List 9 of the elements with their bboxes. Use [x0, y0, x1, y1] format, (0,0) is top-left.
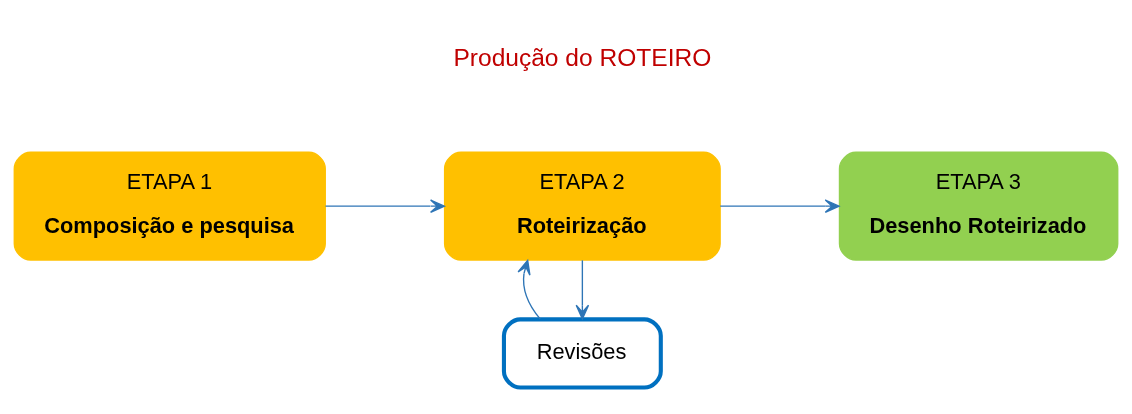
label: Produção do ROTEIRO [453, 43, 712, 71]
node-box: ETAPA 1 Composição e pesquisa [13, 151, 326, 261]
arrow [719, 198, 840, 213]
node-box: Revisões [501, 316, 663, 390]
node-box: ETAPA 2 Roteirização [443, 151, 721, 261]
node-box: ETAPA 3 Desenho Roteirizado [838, 151, 1119, 261]
arrow [324, 198, 445, 213]
arrow [517, 259, 541, 320]
arrow [575, 259, 590, 320]
